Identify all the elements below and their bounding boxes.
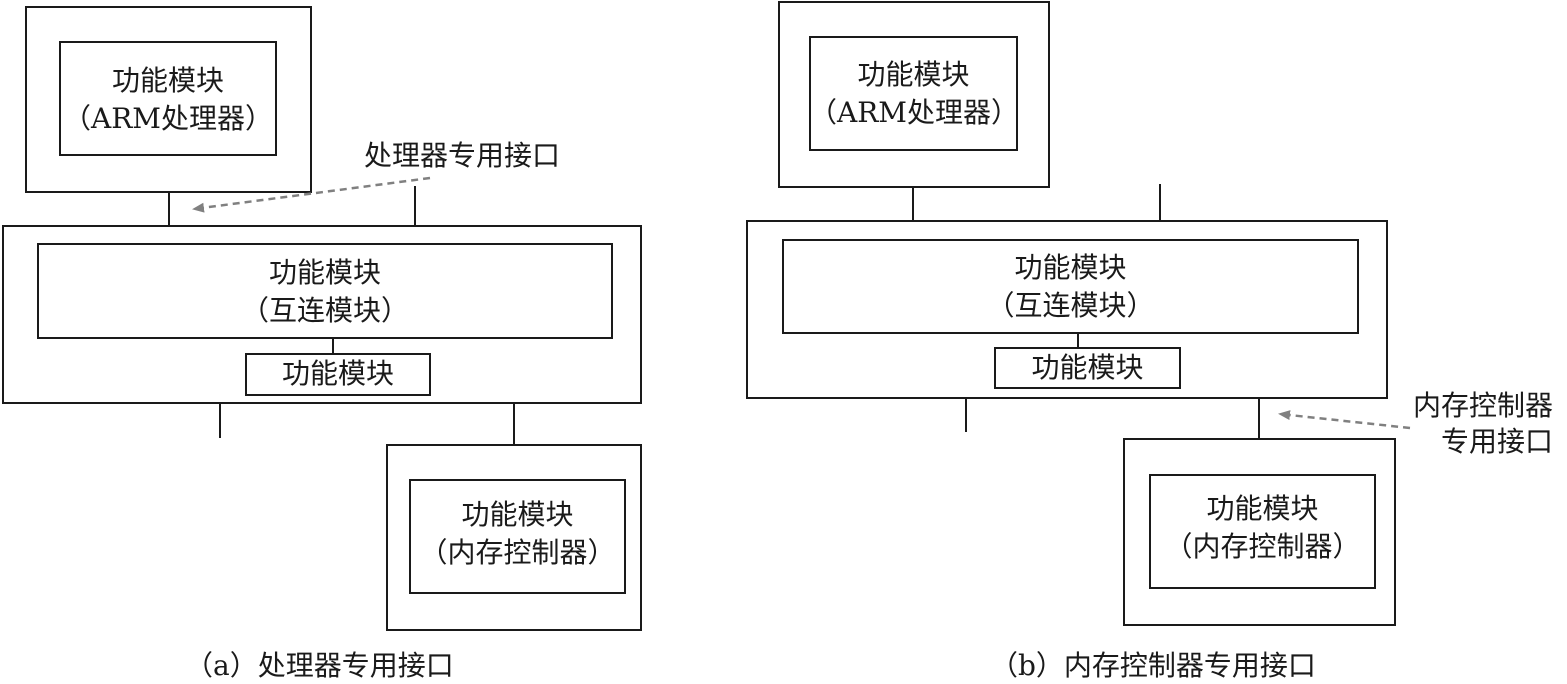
b-arm-label: 功能模块 （ARM处理器） [809, 56, 1019, 132]
b-memory-connector [1258, 398, 1260, 439]
a-arm-inner-box [59, 41, 277, 156]
b-interconnect-label: 功能模块 （互连模块） [782, 249, 1359, 325]
a-interconnect-label-line1: 功能模块 [268, 256, 381, 289]
b-arm-inner-box [809, 36, 1018, 151]
a-annotation: 处理器专用接口 [364, 138, 560, 174]
b-memory-label-line1: 功能模块 [1206, 492, 1319, 525]
b-memory-outer-box [1123, 438, 1396, 626]
b-stub-connector-top [1159, 184, 1161, 221]
b-annotation-arrow [1278, 410, 1411, 430]
b-arm-label-line2: （ARM处理器） [809, 96, 1019, 129]
b-arm-outer-box [778, 1, 1050, 188]
a-interconnect-label-line2: （互连模块） [240, 294, 409, 327]
b-annotation: 内存控制器 专用接口 [1413, 388, 1553, 460]
a-arm-outer-box [25, 6, 312, 193]
a-interconnect-inner-box [37, 243, 613, 339]
a-stub-connector-top [414, 186, 416, 226]
a-memory-label-line2: （内存控制器） [419, 536, 616, 569]
a-memory-outer-box [386, 444, 642, 631]
b-sub-connector [1077, 333, 1079, 348]
b-arm-connector [912, 187, 914, 221]
a-interconnect-outer-box [2, 225, 642, 404]
a-caption: （a）处理器专用接口 [185, 649, 454, 682]
a-stub-connector-bottom [219, 403, 221, 438]
a-memory-connector [513, 403, 515, 445]
b-sub-module-label-line1: 功能模块 [1031, 351, 1144, 384]
b-annotation-line1: 内存控制器 [1413, 389, 1554, 422]
b-caption: （b）内存控制器专用接口 [990, 649, 1316, 682]
b-arm-label-line1: 功能模块 [857, 58, 970, 91]
b-interconnect-label-line1: 功能模块 [1014, 251, 1127, 284]
a-arm-label-line2: （ARM处理器） [63, 102, 273, 135]
b-interconnect-label-line2: （互连模块） [986, 289, 1155, 322]
a-arm-label: 功能模块 （ARM处理器） [59, 62, 277, 138]
b-memory-label: 功能模块 （内存控制器） [1149, 490, 1376, 566]
a-sub-connector [332, 338, 334, 354]
a-sub-module-box [245, 353, 431, 396]
b-sub-module-box [994, 347, 1181, 389]
a-memory-label-line1: 功能模块 [461, 498, 574, 531]
b-memory-inner-box [1149, 474, 1376, 589]
a-memory-label: 功能模块 （内存控制器） [409, 496, 626, 572]
b-sub-module-label: 功能模块 [994, 349, 1181, 387]
b-memory-label-line2: （内存控制器） [1164, 530, 1361, 563]
a-interconnect-label: 功能模块 （互连模块） [37, 254, 613, 330]
b-annotation-line2: 专用接口 [1441, 425, 1554, 458]
a-annotation-line1: 处理器专用接口 [364, 139, 561, 172]
b-stub-connector-bottom [965, 398, 967, 432]
a-arm-label-line1: 功能模块 [111, 64, 224, 97]
a-sub-module-label: 功能模块 [245, 355, 431, 393]
a-sub-module-label-line1: 功能模块 [281, 357, 394, 390]
a-arm-connector [168, 193, 170, 226]
b-interconnect-inner-box [782, 239, 1359, 334]
b-interconnect-outer-box [746, 220, 1388, 399]
a-memory-inner-box [409, 479, 626, 594]
